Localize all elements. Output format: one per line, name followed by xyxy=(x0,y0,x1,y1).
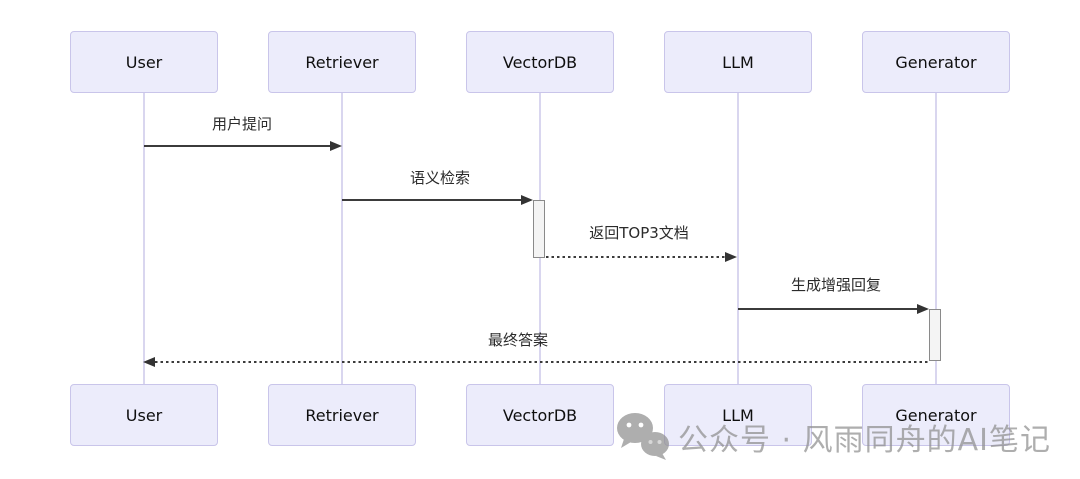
message-label: 生成增强回复 xyxy=(790,276,882,294)
arrowhead-left-icon xyxy=(143,357,155,367)
activation-bar-generator xyxy=(929,309,941,361)
activation-bar-vectordb xyxy=(533,200,545,258)
actor-label: User xyxy=(125,52,163,72)
lifeline-generator xyxy=(935,92,937,384)
actor-bottom-retriever: Retriever xyxy=(268,384,416,446)
arrowhead-right-icon xyxy=(725,252,737,262)
message-line xyxy=(144,145,331,147)
actor-top-llm: LLM xyxy=(664,31,812,93)
message-line xyxy=(738,308,917,310)
message-label: 用户提问 xyxy=(211,115,273,133)
actor-bottom-llm: LLM xyxy=(664,384,812,446)
actor-bottom-user: User xyxy=(70,384,218,446)
message-line xyxy=(342,199,523,201)
lifeline-llm xyxy=(737,92,739,384)
wechat-icon xyxy=(616,412,670,462)
actor-bottom-vectordb: VectorDB xyxy=(466,384,614,446)
message-label: 最终答案 xyxy=(487,331,549,349)
actor-label: VectorDB xyxy=(502,52,578,72)
actor-bottom-generator: Generator xyxy=(862,384,1010,446)
actor-label: Retriever xyxy=(305,405,379,425)
actor-label: Generator xyxy=(895,52,977,72)
lifeline-user xyxy=(143,92,145,384)
actor-label: Generator xyxy=(895,405,977,425)
message-label: 语义检索 xyxy=(409,169,471,187)
actor-label: VectorDB xyxy=(502,405,578,425)
actor-top-retriever: Retriever xyxy=(268,31,416,93)
message-label: 返回TOP3文档 xyxy=(589,224,689,242)
actor-top-generator: Generator xyxy=(862,31,1010,93)
arrowhead-right-icon xyxy=(917,304,929,314)
lifeline-retriever xyxy=(341,92,343,384)
arrowhead-right-icon xyxy=(330,141,342,151)
message-line xyxy=(155,361,929,363)
arrowhead-right-icon xyxy=(521,195,533,205)
message-line xyxy=(546,256,725,258)
actor-label: Retriever xyxy=(305,52,379,72)
actor-label: LLM xyxy=(722,405,754,425)
actor-top-user: User xyxy=(70,31,218,93)
actor-label: User xyxy=(125,405,163,425)
actor-label: LLM xyxy=(722,52,754,72)
actor-top-vectordb: VectorDB xyxy=(466,31,614,93)
